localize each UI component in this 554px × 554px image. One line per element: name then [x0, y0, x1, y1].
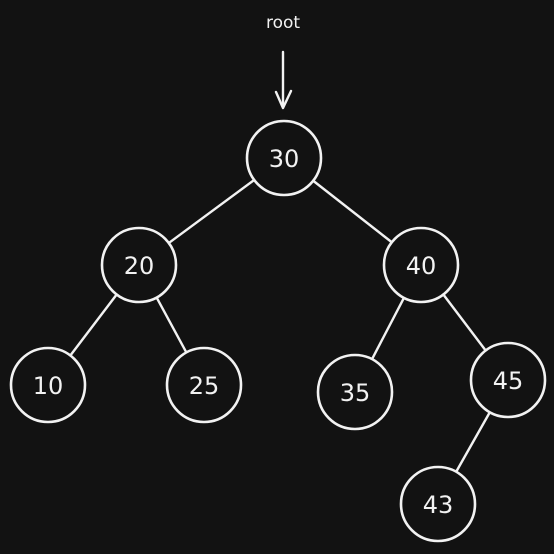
tree-node-43: 43	[399, 465, 477, 543]
edge-45-43	[454, 409, 492, 475]
edges-layer	[67, 177, 492, 475]
node-value: 20	[124, 252, 155, 280]
edge-20-25	[154, 294, 189, 356]
node-circle	[399, 465, 477, 543]
node-circle	[245, 119, 323, 197]
edge-40-45	[440, 291, 489, 354]
node-value: 40	[406, 252, 437, 280]
node-circle	[316, 353, 394, 431]
edge-30-20	[165, 177, 258, 246]
edge-20-10	[67, 291, 120, 359]
node-value: 45	[493, 367, 524, 395]
node-value: 10	[33, 372, 64, 400]
root-arrow-head	[274, 89, 293, 110]
nodes-layer: 30 20 40 10 25 35 45 43	[9, 119, 547, 543]
node-value: 25	[189, 372, 220, 400]
tree-node-10: 10	[9, 346, 87, 424]
edge-30-40	[310, 178, 395, 245]
tree-node-25: 25	[165, 346, 243, 424]
node-circle	[100, 226, 178, 304]
node-circle	[9, 346, 87, 424]
root-label: root	[266, 13, 300, 33]
node-circle	[469, 341, 547, 419]
tree-node-45: 45	[469, 341, 547, 419]
node-value: 30	[269, 145, 300, 173]
node-value: 35	[340, 379, 371, 407]
tree-node-20: 20	[100, 226, 178, 304]
edge-40-35	[369, 294, 407, 363]
tree-node-40: 40	[382, 226, 460, 304]
node-value: 43	[423, 491, 454, 519]
node-circle	[165, 346, 243, 424]
node-circle	[382, 226, 460, 304]
tree-node-35: 35	[316, 353, 394, 431]
root-pointer: root	[266, 13, 300, 110]
tree-node-30: 30	[245, 119, 323, 197]
